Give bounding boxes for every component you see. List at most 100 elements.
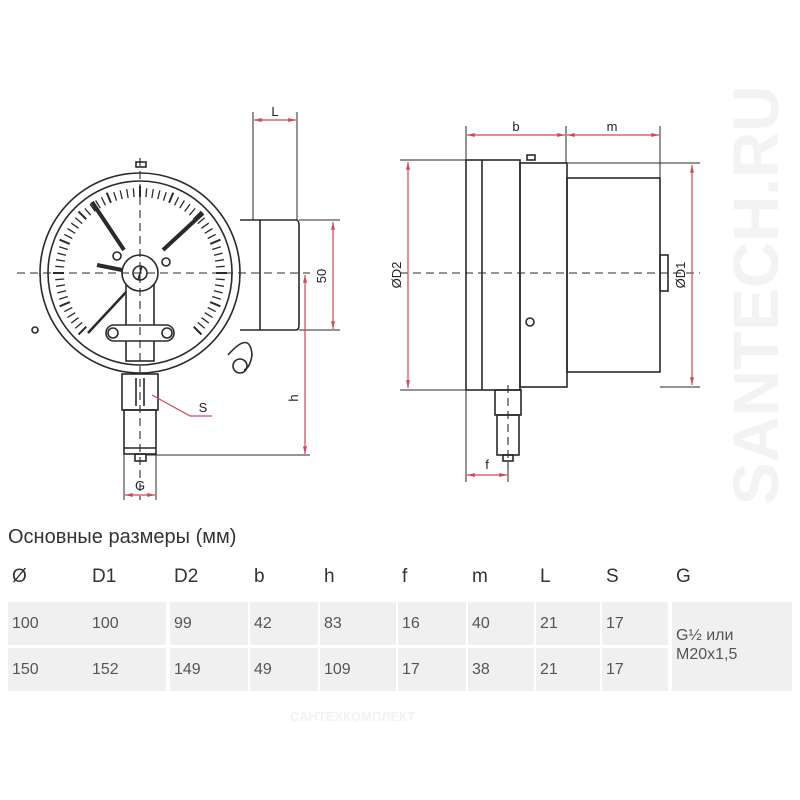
table-cell: 100 [8, 602, 88, 645]
column-header: b [254, 566, 265, 587]
setpoint-arrow-right [161, 211, 205, 252]
table-cell: 109 [320, 648, 396, 691]
arrowhead [406, 162, 410, 170]
table-cell: 42 [250, 602, 318, 645]
table-cell: 16 [398, 602, 466, 645]
scale-tick [212, 246, 222, 251]
screw-right [161, 327, 173, 339]
scale-tick [215, 278, 225, 281]
table-cell: 49 [250, 648, 318, 691]
arrowhead [288, 118, 296, 122]
front-view [17, 158, 310, 500]
screw-left [107, 327, 119, 339]
arrowhead [690, 377, 694, 385]
side-screw [525, 317, 535, 327]
scale-tick [63, 306, 73, 313]
scale-tick [193, 326, 203, 336]
scale-tick [197, 217, 206, 225]
scale-tick [105, 192, 112, 204]
table-cell: 38 [468, 648, 534, 691]
arrowhead [499, 473, 507, 477]
scale-tick [100, 196, 107, 206]
side-view [400, 154, 700, 470]
scale-tick [197, 321, 206, 329]
scale-tick [157, 190, 161, 200]
scale-tick [55, 265, 65, 268]
scale-tick [113, 191, 118, 201]
table-cell: 100 [88, 602, 166, 645]
arrowhead [406, 380, 410, 388]
dim-label-D2: ØD2 [389, 262, 404, 289]
scale-tick [204, 312, 213, 318]
scale-tick [168, 192, 175, 204]
scale-tick [55, 259, 66, 262]
watermark-footer: САНТЕХКОМПЛЕКТ [290, 709, 415, 724]
side-vent [526, 154, 536, 161]
scale-tick [70, 222, 79, 229]
dim-label-m: m [607, 119, 618, 134]
scale-tick [70, 317, 79, 324]
watermark-text: SANTECH.RU [720, 85, 792, 505]
column-header: f [402, 566, 408, 587]
arrowhead [467, 133, 475, 137]
scale-tick [132, 188, 135, 198]
scale-tick [201, 222, 210, 229]
arrowhead [567, 133, 575, 137]
scale-tick [214, 284, 225, 287]
arrowhead [467, 473, 475, 477]
scale-tick [55, 278, 65, 281]
dim-label-S: S [199, 400, 208, 415]
scale-tick [57, 252, 67, 256]
arrowhead [303, 446, 307, 454]
scale-tick [151, 188, 154, 199]
bezel-screw [31, 326, 39, 334]
arrowhead [331, 222, 335, 230]
scale-tick [188, 207, 196, 216]
scale-tick [58, 295, 68, 300]
scale-tick [213, 252, 223, 256]
scale-tick [57, 290, 67, 294]
top-vent [135, 161, 147, 168]
table-cell: 17 [602, 648, 668, 691]
scale-tick [74, 321, 83, 329]
table-cell: 99 [170, 602, 248, 645]
table-cell: 17 [398, 648, 466, 691]
scale-tick [145, 188, 148, 198]
table-title: Основные размеры (мм) [8, 526, 237, 548]
scale-tick [63, 233, 73, 240]
table-cell: 21 [536, 602, 600, 645]
cable-gland [232, 358, 248, 374]
column-header: D2 [174, 566, 199, 587]
dim-label-D1: ØD1 [673, 262, 688, 289]
left-lever [96, 263, 123, 272]
cable-loop [227, 341, 253, 371]
table-cell: 21 [536, 648, 600, 691]
arrowhead [125, 493, 133, 497]
scale-tick [179, 200, 185, 209]
scale-tick [215, 265, 225, 268]
arrowhead [303, 275, 307, 283]
setpoint-arrow-left [90, 200, 126, 252]
scale-tick [213, 290, 223, 294]
scale-tick [77, 210, 87, 220]
gauge-pointer [87, 289, 129, 334]
column-header: h [324, 566, 335, 587]
column-header: L [540, 566, 551, 587]
dim-label-h: h [286, 394, 301, 401]
column-header: D1 [92, 566, 117, 587]
scale-tick [204, 228, 213, 234]
scale-tick [67, 228, 76, 234]
right-roller [161, 257, 171, 267]
table-cell: 83 [320, 602, 396, 645]
scale-tick [209, 238, 221, 245]
dim-label-fifty: 50 [314, 269, 329, 283]
arrowhead [690, 165, 694, 173]
dim-S-leader [151, 394, 212, 417]
scale-tick [74, 217, 83, 225]
column-header: Ø [12, 566, 27, 587]
column-header: G [676, 566, 691, 587]
scale-tick [162, 191, 167, 201]
